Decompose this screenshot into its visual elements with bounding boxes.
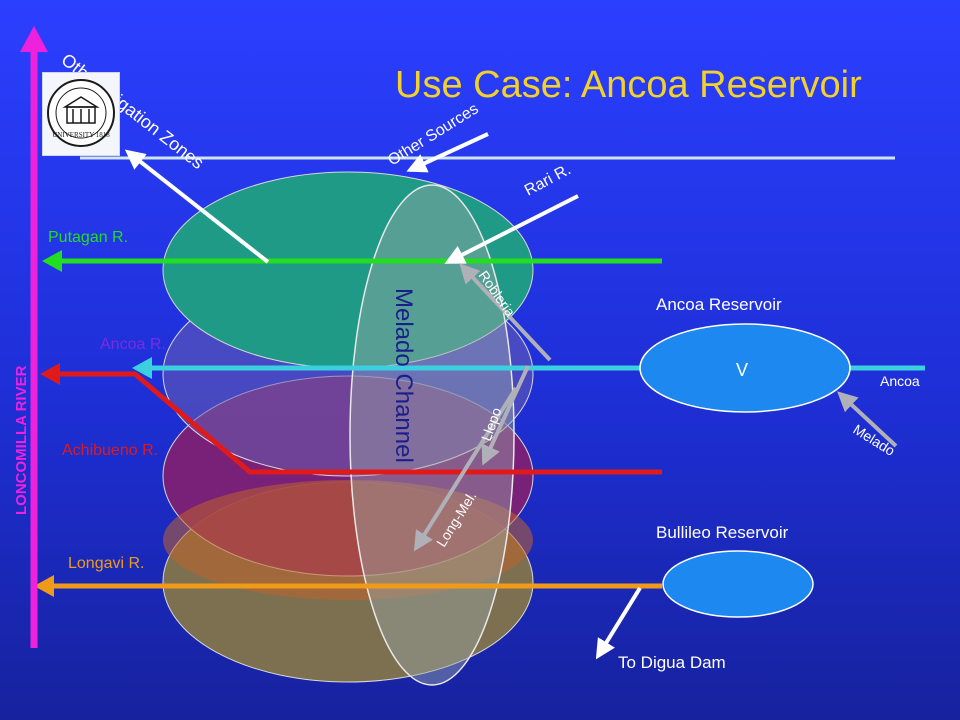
other-sources-arrow [406,132,489,173]
ancoa-reservoir-ellipse [639,323,851,413]
longavi-arrowhead [34,575,54,597]
other-irrigation-arrow [124,149,270,264]
melado-channel-ellipse [349,184,515,686]
to-digua-label: To Digua Dam [618,653,726,672]
long-mel-arrow [413,386,518,552]
achibueno-river-label: Achibueno R. [62,442,158,459]
achibueno-river-line [58,371,662,475]
ancoa-arrowhead [132,357,152,379]
university-logo: UNIVERSITY 1818 [42,72,120,156]
loncomilla-river-label: LONCOMILLA RIVER [13,365,30,515]
ancoa-small-label: Ancoa [880,373,920,389]
llepo-arrow [481,365,530,466]
longavi-river-label: Longavi R. [68,555,145,572]
melado-channel-label: Melado Channel [390,288,417,463]
bullileo-reservoir-label: Bullileo Reservoir [656,523,789,542]
putagan-arrowhead [42,250,62,272]
ancoa-river-label: Ancoa R. [100,336,166,353]
university-seal-icon: UNIVERSITY 1818 [47,79,115,147]
melado-arrow [837,391,898,448]
ancoa-reservoir-label: Ancoa Reservoir [656,295,782,314]
loncomilla-arrowhead [20,26,48,52]
logo-text: UNIVERSITY 1818 [52,131,110,139]
achibueno-arrowhead [40,363,60,385]
rari-label: Rari R. [522,161,574,199]
robleria-arrow [459,263,552,362]
page-title: Use Case: Ancoa Reservoir [395,64,862,106]
rari-arrow [444,194,579,264]
bullileo-reservoir-ellipse [662,550,814,618]
putagan-river-label: Putagan R. [48,229,128,246]
ancoa-reservoir-symbol: V [736,360,748,380]
to-digua-arrow [595,586,642,660]
